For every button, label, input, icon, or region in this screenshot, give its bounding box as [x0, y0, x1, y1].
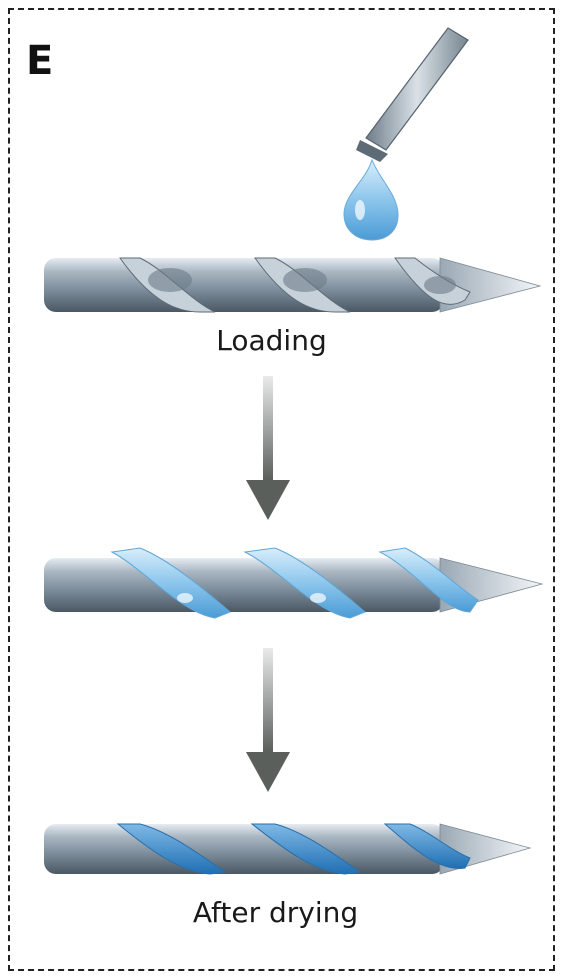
panel-label: E — [26, 38, 54, 84]
droplet-icon — [343, 158, 399, 241]
panel-frame — [8, 8, 555, 971]
empty-needle — [44, 257, 542, 313]
dropper-icon — [356, 27, 469, 162]
caption-after-drying: After drying — [192, 896, 359, 929]
dried-coating-needle — [44, 823, 532, 875]
caption-loading: Loading — [216, 324, 327, 357]
down-arrow-icon — [246, 376, 290, 520]
down-arrow-icon — [246, 648, 290, 792]
liquid-filled-needle — [44, 547, 544, 619]
